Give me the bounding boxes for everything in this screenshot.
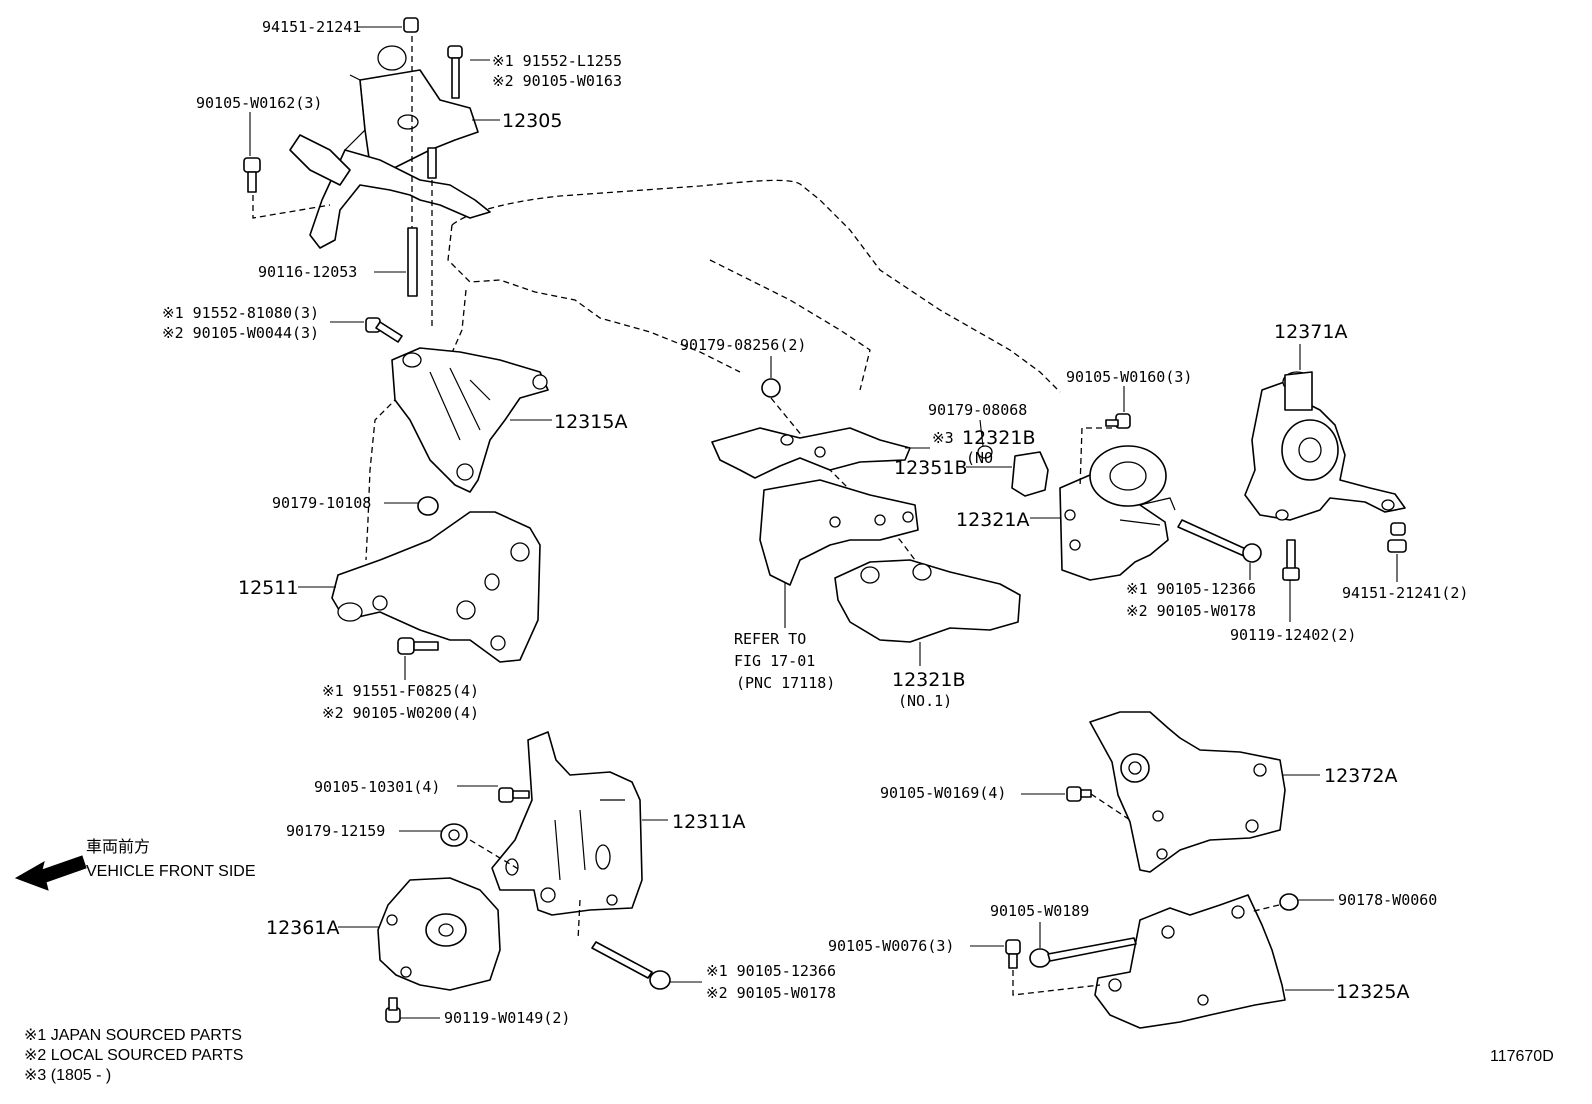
part-12315A-bracket[interactable] [391, 347, 549, 493]
callout[interactable]: 12305 [502, 110, 562, 132]
part-12372A-mount[interactable] [1089, 711, 1286, 873]
callout[interactable]: ※2 90105-W0044(3) [162, 324, 319, 342]
callout[interactable]: ※2 90105-W0163 [492, 72, 622, 90]
bolt-91551-F0825[interactable] [397, 637, 439, 655]
callout[interactable]: 12361A [266, 917, 339, 939]
callout[interactable]: 12321B [892, 669, 965, 691]
callout[interactable]: 90105-W0169(4) [880, 784, 1006, 802]
callout[interactable]: (NO [966, 449, 993, 467]
callout[interactable]: 90105-W0160(3) [1066, 368, 1192, 386]
guide-12305-bolt [252, 195, 331, 219]
part-12321B-cushion[interactable] [977, 445, 1049, 497]
callout[interactable]: 90116-12053 [258, 263, 357, 281]
guide-stud-line [411, 36, 433, 330]
callout[interactable]: 90105-W0189 [990, 902, 1089, 920]
callout[interactable]: 12311A [672, 811, 745, 833]
guide-12325A [1012, 904, 1280, 996]
part-12361A-mount[interactable] [377, 877, 501, 991]
callout[interactable]: 12371A [1274, 321, 1347, 343]
bolt-91552-81080[interactable] [365, 317, 403, 343]
callout[interactable]: 12315A [554, 411, 627, 433]
figure-id: 117670D [1490, 1048, 1554, 1065]
legend: ※1 JAPAN SOURCED PARTS ※2 LOCAL SOURCED … [24, 1027, 243, 1084]
nut-90179-12159[interactable] [440, 823, 468, 847]
callout[interactable]: 90119-W0149(2) [444, 1009, 570, 1027]
callout[interactable]: 12321B [962, 427, 1035, 449]
guide-12321A [1079, 427, 1112, 489]
guide-12372A [1090, 793, 1131, 821]
callout[interactable]: (PNC 17118) [736, 674, 835, 692]
nut-90179-10108[interactable] [417, 496, 439, 516]
bolt-90119-W0149[interactable] [385, 997, 401, 1023]
bolt-90105-W0160[interactable] [1105, 413, 1131, 429]
bolt-90119-12402[interactable] [1282, 539, 1300, 581]
callout[interactable]: 90105-W0076(3) [828, 937, 954, 955]
legend-item: ※2 LOCAL SOURCED PARTS [24, 1047, 243, 1064]
callout[interactable]: 94151-21241(2) [1342, 584, 1468, 602]
callout[interactable]: 90179-08068 [928, 401, 1027, 419]
callout[interactable]: 12351B [894, 457, 967, 479]
nut-90179-08256[interactable] [761, 378, 781, 398]
bolt-91552-L1255[interactable] [447, 45, 463, 99]
callout[interactable]: 90179-10108 [272, 494, 371, 512]
callout[interactable]: ※1 91552-81080(3) [162, 304, 319, 322]
front-arrow-icon [14, 855, 87, 891]
nut-94151-21241-right[interactable] [1387, 522, 1407, 553]
vehicle-front-arrow [14, 855, 87, 891]
callout[interactable]: 90119-12402(2) [1230, 626, 1356, 644]
callout[interactable]: ※3 [932, 429, 954, 447]
callout[interactable]: 12511 [238, 577, 298, 599]
callout[interactable]: REFER TO [734, 630, 806, 648]
callout[interactable]: ※2 90105-W0178 [706, 984, 836, 1002]
part-12321B-no1-shield[interactable] [834, 559, 1021, 643]
part-12511-bracket[interactable] [331, 511, 541, 663]
callout[interactable]: 12372A [1324, 765, 1397, 787]
part-12311A-bracket[interactable] [491, 731, 643, 916]
callout-labels: 94151-21241 ※1 91552-L1255 ※2 90105-W016… [162, 18, 1468, 1027]
engine-outline [365, 179, 1061, 561]
callout[interactable]: ※2 90105-W0200(4) [322, 704, 479, 722]
part-12321A-mount[interactable] [1059, 445, 1176, 581]
callout[interactable]: 90105-10301(4) [314, 778, 440, 796]
callout[interactable]: ※2 90105-W0178 [1126, 602, 1256, 620]
nut-90178-W0060[interactable] [1279, 893, 1299, 911]
part-12371A-mount[interactable] [1244, 371, 1406, 521]
callout[interactable]: 90178-W0060 [1338, 891, 1437, 909]
bolt-90105-W0169[interactable] [1066, 786, 1092, 802]
bolt-90105-12366-upper[interactable] [1177, 519, 1262, 563]
part-12351B-shield[interactable] [711, 427, 911, 479]
direction-label-jp: 車両前方 [86, 838, 150, 856]
callout[interactable]: 90179-12159 [286, 822, 385, 840]
bolt-94151-21241[interactable] [403, 17, 419, 33]
legend-item: ※1 JAPAN SOURCED PARTS [24, 1027, 242, 1044]
callout[interactable]: (NO.1) [898, 692, 952, 710]
part-12325A-bracket[interactable] [1094, 894, 1286, 1029]
guide-12311A [469, 839, 581, 941]
callout[interactable]: ※1 91552-L1255 [492, 52, 622, 70]
callout[interactable]: ※1 91551-F0825(4) [322, 682, 479, 700]
bolt-90105-W0189[interactable] [1029, 937, 1137, 968]
part-12305-mount[interactable] [289, 45, 491, 249]
bolt-90105-W0162[interactable] [243, 157, 261, 193]
callout[interactable]: FIG 17-01 [734, 652, 815, 670]
callout[interactable]: 12321A [956, 509, 1029, 531]
callout[interactable]: 94151-21241 [262, 18, 361, 36]
callout[interactable]: 90179-08256(2) [680, 336, 806, 354]
leader-lines [249, 26, 1398, 1019]
callout[interactable]: 90105-W0162(3) [196, 94, 322, 112]
bolt-90105-12366-lower[interactable] [591, 941, 671, 990]
part-refer-bracket[interactable] [759, 479, 919, 586]
callout[interactable]: 12325A [1336, 981, 1409, 1003]
callout[interactable]: ※1 90105-12366 [1126, 580, 1256, 598]
callout[interactable]: ※1 90105-12366 [706, 962, 836, 980]
legend-item: ※3 (1805 - ) [24, 1067, 111, 1084]
bolt-90105-10301[interactable] [498, 787, 530, 803]
direction-label-en: VEHICLE FRONT SIDE [86, 863, 256, 880]
bolt-90105-W0076[interactable] [1005, 939, 1021, 969]
